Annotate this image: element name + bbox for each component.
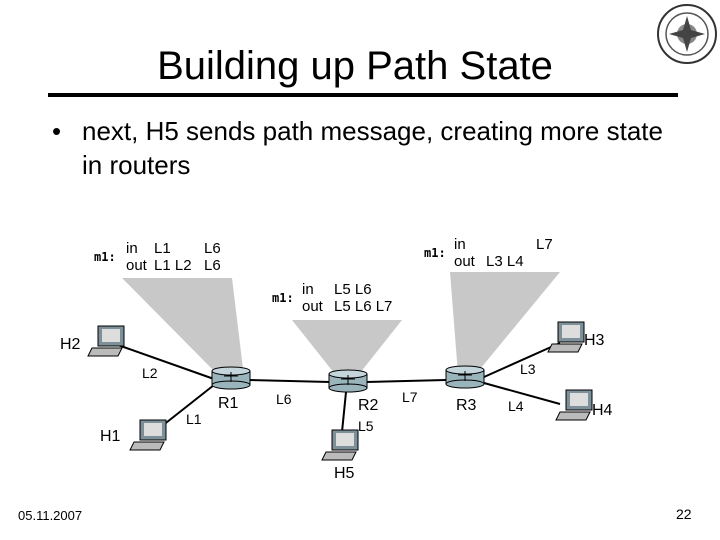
router-r3-icon	[445, 365, 485, 389]
host-h4-computer-icon	[555, 389, 593, 421]
table-in-link: L5 L6	[334, 281, 372, 298]
footer-date: 05.11.2007	[18, 508, 83, 523]
state-cone-r3	[450, 272, 560, 374]
link-l6-label: L6	[276, 391, 292, 407]
title-underline	[48, 93, 678, 97]
table-in-link: L6	[204, 240, 221, 257]
router-r3-label: R3	[456, 397, 477, 414]
state-table-r1: in L1 L6 out L1 L2 L6	[124, 240, 232, 274]
table-out-label: out	[302, 298, 323, 315]
table-in-link: L7	[536, 236, 553, 253]
link-l2-label: L2	[142, 365, 158, 381]
link-l1-line	[161, 384, 215, 427]
table-out-link: L6	[204, 257, 221, 274]
host-h4-label: H4	[592, 402, 613, 419]
link-l3-line	[483, 342, 561, 378]
table-out-label: out	[126, 257, 147, 274]
host-h1-label: H1	[100, 428, 121, 445]
link-l3-label: L3	[520, 361, 536, 377]
table-out-link: L1 L2	[154, 257, 192, 274]
slide-title: Building up Path State	[157, 44, 553, 88]
table-out-link: L5 L6 L7	[334, 298, 393, 315]
link-l1-label: L1	[186, 411, 202, 427]
host-h1-computer-icon	[129, 419, 167, 451]
state-table-r1-label: m1:	[94, 250, 116, 264]
host-h3-computer-icon	[547, 321, 585, 353]
router-r1-icon	[211, 366, 251, 390]
state-table-r3-label: m1:	[424, 246, 446, 260]
link-l4-label: L4	[508, 398, 524, 414]
state-table-r2: in L5 L6 out L5 L6 L7	[300, 281, 406, 315]
state-cone-r1	[122, 278, 244, 377]
link-l5-line	[341, 391, 347, 433]
state-table-r2-label: m1:	[272, 291, 294, 305]
router-r2-label: R2	[358, 397, 379, 414]
bullet-text: next, H5 sends path message, creating mo…	[82, 116, 663, 180]
host-h5-computer-icon	[321, 429, 359, 461]
router-r1-label: R1	[218, 395, 239, 412]
host-h3-label: H3	[584, 332, 605, 349]
table-out-label: out	[454, 253, 475, 270]
link-l2-line	[117, 344, 215, 380]
table-out-link: L3 L4	[486, 253, 524, 270]
link-l4-line	[483, 382, 561, 405]
table-in-label: in	[454, 236, 466, 253]
bullet-marker: •	[52, 116, 62, 146]
state-cone-r2	[292, 320, 402, 378]
host-h2-computer-icon	[87, 325, 125, 357]
host-h2-label: H2	[60, 336, 81, 353]
table-in-link: L1	[154, 240, 171, 257]
institute-seal-logo	[657, 4, 717, 64]
router-r2-icon	[328, 369, 368, 393]
page-number: 22	[676, 506, 692, 522]
table-in-label: in	[126, 240, 138, 257]
link-l5-label: L5	[358, 418, 374, 434]
table-in-label: in	[302, 281, 314, 298]
link-l7-label: L7	[402, 389, 418, 405]
link-l7-line	[365, 379, 447, 383]
state-table-r3: in L7 out L3 L4	[452, 236, 560, 270]
link-l6-line	[249, 379, 331, 383]
host-h5-label: H5	[334, 465, 355, 482]
